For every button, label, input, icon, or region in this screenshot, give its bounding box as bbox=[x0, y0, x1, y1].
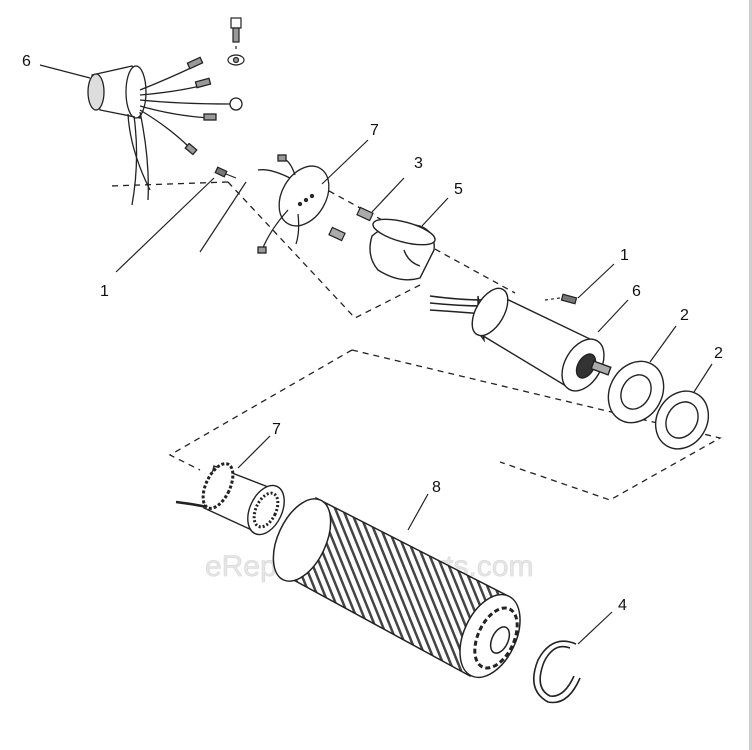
callout-retaining-ring: 4 bbox=[618, 597, 627, 614]
screw-right bbox=[544, 293, 578, 305]
motor-assembly-part bbox=[429, 287, 612, 392]
callout-washer-a: 2 bbox=[680, 307, 689, 324]
image-edge bbox=[749, 0, 752, 750]
callout-screw-right: 1 bbox=[620, 247, 629, 264]
set-screw-part bbox=[328, 206, 374, 242]
callout-set-screw: 3 bbox=[414, 155, 423, 172]
callout-washer-b: 2 bbox=[714, 345, 723, 362]
callout-motor-assembly: 6 bbox=[632, 283, 641, 300]
washer-b bbox=[654, 390, 710, 450]
callout-bearing-sleeve: 5 bbox=[454, 181, 463, 198]
stator-plate-part bbox=[257, 154, 330, 254]
callout-screw-left: 1 bbox=[100, 283, 109, 300]
callout-labels: 6 7 3 5 1 1 6 2 2 7 8 4 bbox=[22, 53, 723, 614]
leader-lines bbox=[39, 64, 713, 645]
bolt-and-washer bbox=[227, 17, 245, 66]
retaining-ring-part bbox=[532, 640, 581, 704]
screw-left bbox=[214, 166, 237, 179]
bearing-sleeve-part bbox=[369, 218, 436, 281]
wiring-harness-part bbox=[87, 56, 243, 206]
assembly-guide-lines bbox=[109, 174, 722, 501]
rotor-drum-part bbox=[272, 496, 521, 679]
callout-brake-hub: 7 bbox=[272, 421, 281, 438]
callout-rotor-drum: 8 bbox=[432, 479, 441, 496]
brake-hub-part bbox=[175, 462, 285, 536]
washer-a bbox=[607, 360, 665, 424]
callout-wiring-harness: 6 bbox=[22, 53, 31, 70]
callout-stator-plate: 7 bbox=[370, 122, 379, 139]
